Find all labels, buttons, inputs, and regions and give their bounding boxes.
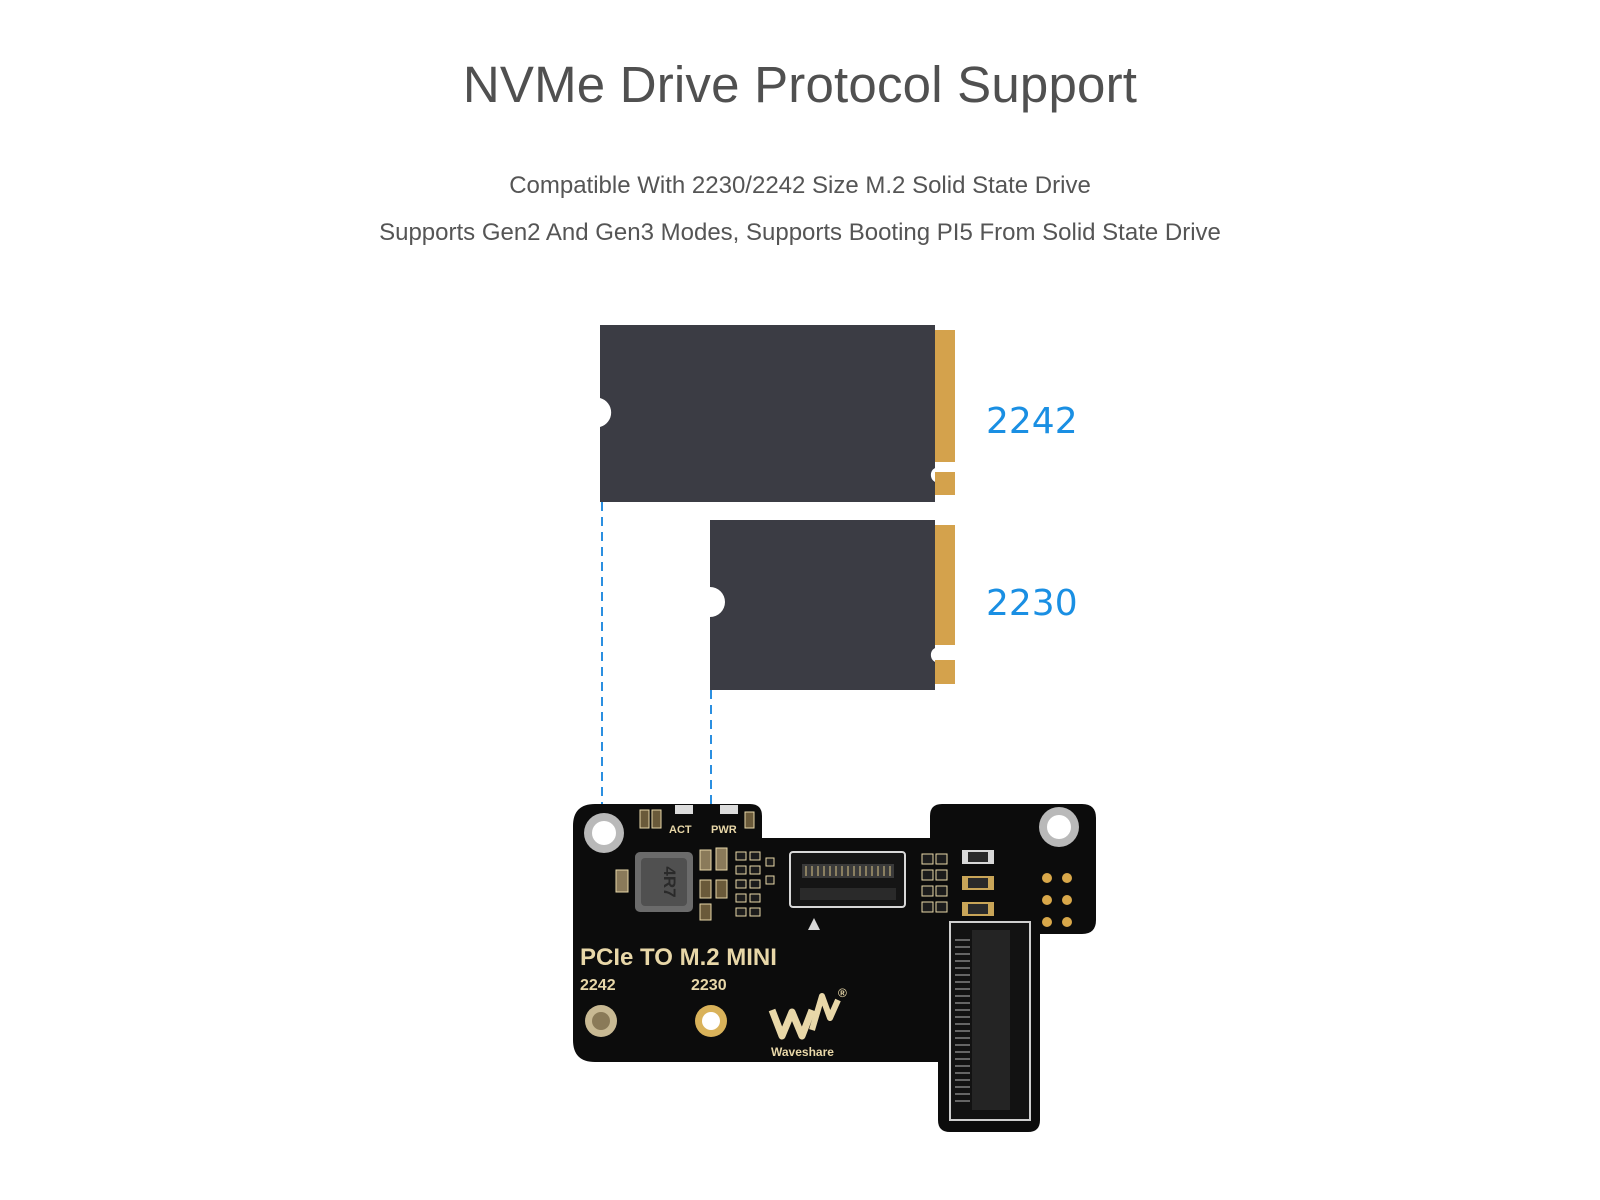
pwr-label: PWR <box>711 824 737 836</box>
registered-mark: ® <box>838 986 847 1000</box>
waveshare-logo-icon: ® Waveshare <box>768 986 847 1059</box>
page-title: NVMe Drive Protocol Support <box>462 56 1138 113</box>
gold-contacts-2230 <box>935 525 955 645</box>
hole-label-2230: 2230 <box>691 977 727 994</box>
board-title: PCIe TO M.2 MINI <box>580 944 777 971</box>
inductor-label: 4R7 <box>660 866 679 897</box>
act-label: ACT <box>669 824 692 836</box>
subtitle-modes: Supports Gen2 And Gen3 Modes, Supports B… <box>379 219 1221 246</box>
fpc-connector <box>789 851 906 930</box>
size-label-2242: 2242 <box>986 401 1078 442</box>
drive-2242: 2242 <box>600 325 1078 502</box>
act-led <box>675 805 693 814</box>
pcie-to-m2-board: ACT PWR 4R7 <box>573 804 1096 1132</box>
gold-contacts-2242 <box>935 330 955 462</box>
subtitle-compatibility: Compatible With 2230/2242 Size M.2 Solid… <box>509 172 1091 199</box>
m2-slot <box>949 921 1031 1121</box>
hole-label-2242: 2242 <box>580 977 616 994</box>
pwr-led <box>720 805 738 814</box>
drive-2230: 2230 <box>710 520 1078 690</box>
size-label-2230: 2230 <box>986 583 1078 624</box>
brand-label: Waveshare <box>771 1045 834 1059</box>
